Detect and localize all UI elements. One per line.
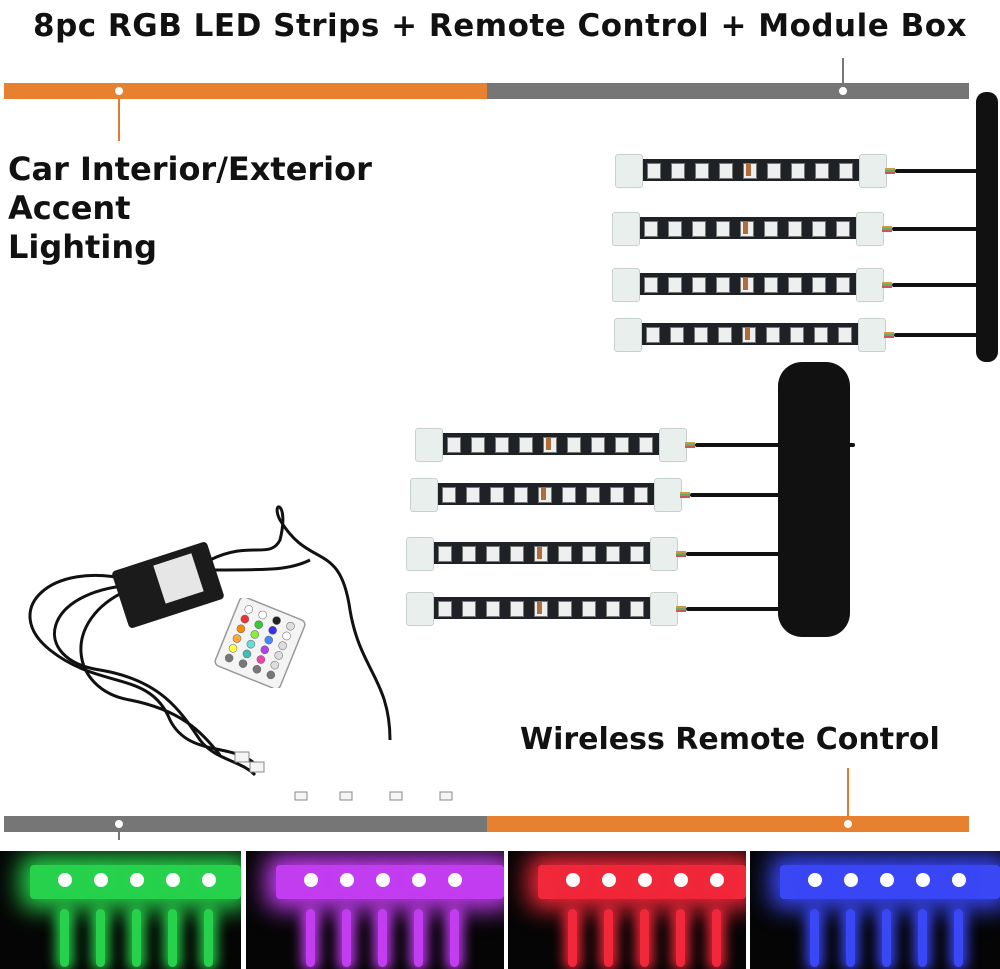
lighting-callout-line1: Car Interior/Exterior — [8, 150, 372, 188]
glow-panel-red — [508, 851, 746, 969]
bottom-callout-line-left — [118, 832, 120, 840]
led-strip-1 — [615, 154, 980, 188]
glow-panel-green — [0, 851, 241, 969]
bottom-callout-line-right — [847, 768, 849, 816]
lighting-callout: Car Interior/Exterior Accent Lighting — [8, 150, 372, 267]
top-divider-dot-left — [115, 87, 123, 95]
bottom-divider-orange — [487, 816, 969, 832]
cable-coil-bottom — [778, 362, 850, 637]
glow-panel-purple — [246, 851, 504, 969]
top-divider-dot-right — [839, 87, 847, 95]
led-strip-3 — [612, 268, 980, 302]
led-strip-7 — [406, 537, 845, 571]
top-divider-orange — [4, 83, 487, 99]
lighting-callout-line2: Accent — [8, 189, 131, 227]
bottom-divider-dot-left — [115, 820, 123, 828]
cable-coil-top — [976, 92, 998, 362]
glow-panel-blue — [750, 851, 1000, 969]
remote-callout: Wireless Remote Control — [520, 722, 940, 757]
top-callout-line-right — [842, 58, 844, 83]
led-strip-8 — [406, 592, 845, 626]
led-strip-2 — [612, 212, 980, 246]
product-title: 8pc RGB LED Strips + Remote Control + Mo… — [33, 8, 967, 44]
bottom-divider-dot-right — [844, 820, 852, 828]
top-divider-gray — [487, 83, 969, 99]
led-strip-6 — [410, 478, 845, 512]
module-box-and-wires — [28, 505, 453, 801]
bottom-divider-gray — [4, 816, 487, 832]
led-strip-5 — [415, 428, 855, 462]
top-callout-line-left — [118, 99, 120, 141]
lighting-callout-line3: Lighting — [8, 228, 157, 266]
remote-control — [214, 598, 306, 688]
led-strip-4 — [614, 318, 980, 352]
